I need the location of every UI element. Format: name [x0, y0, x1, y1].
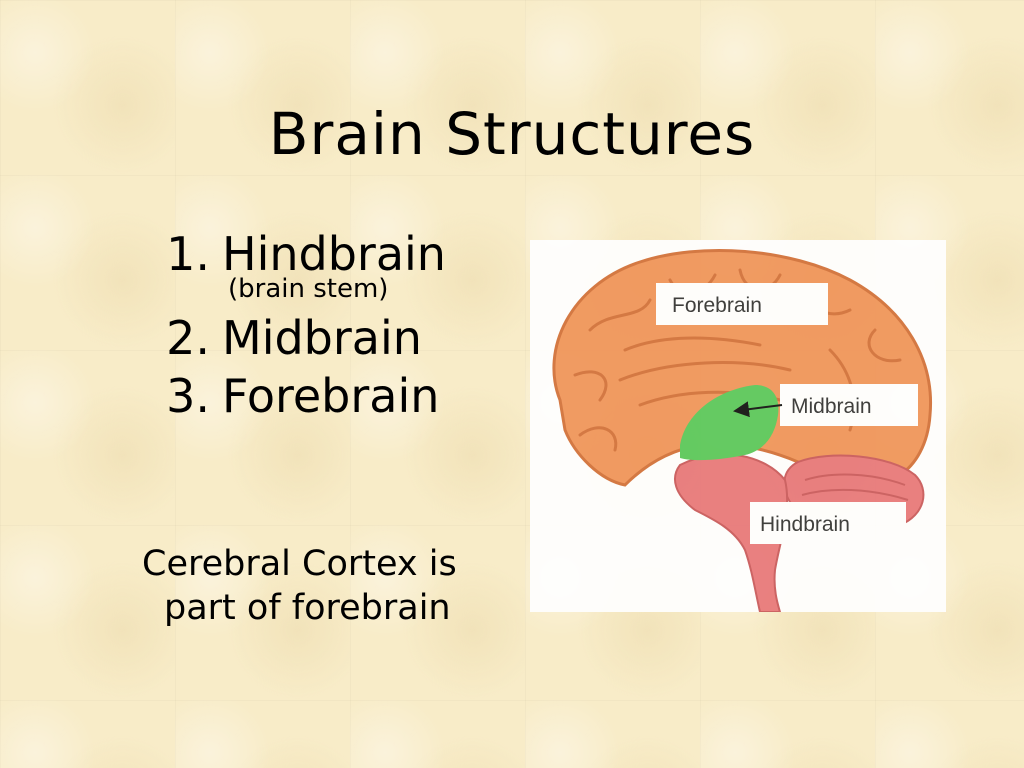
list-item-label: Forebrain — [222, 369, 440, 423]
list-item-number: 2. — [166, 311, 210, 365]
midbrain-arrow — [733, 401, 783, 418]
cortex-note: Cerebral Cortex is part of forebrain — [142, 542, 502, 630]
hindbrain-label-box — [750, 502, 906, 544]
midbrain-label: Midbrain — [791, 395, 872, 418]
list-item-label: Midbrain — [222, 311, 422, 365]
forebrain-region — [552, 248, 933, 487]
brain-diagram: Forebrain Midbrain Hindbrain — [530, 240, 946, 612]
brainstem-region — [674, 453, 789, 612]
list-item-label: Hindbrain — [222, 227, 446, 281]
structure-list: 1. Hindbrain (brain stem) 2. Midbrain 3.… — [140, 225, 520, 425]
list-item-number: 1. — [166, 227, 210, 281]
hindbrain-label: Hindbrain — [760, 513, 850, 536]
cortex-note-line: part of forebrain — [164, 588, 451, 628]
cortex-note-line: Cerebral Cortex is — [142, 544, 457, 584]
list-item-midbrain: 2. Midbrain — [140, 309, 520, 367]
midbrain-region — [680, 385, 779, 461]
list-item-number: 3. — [166, 369, 210, 423]
list-item-note: (brain stem) — [228, 274, 389, 304]
forebrain-label-box — [656, 283, 828, 325]
midbrain-label-box — [780, 384, 918, 426]
slide-title: Brain Structures — [268, 100, 756, 168]
brain-diagram-svg: Forebrain Midbrain Hindbrain — [552, 248, 933, 612]
forebrain-label: Forebrain — [672, 294, 762, 317]
list-item-forebrain: 3. Forebrain — [140, 367, 520, 425]
list-item-hindbrain: 1. Hindbrain (brain stem) — [140, 225, 520, 303]
